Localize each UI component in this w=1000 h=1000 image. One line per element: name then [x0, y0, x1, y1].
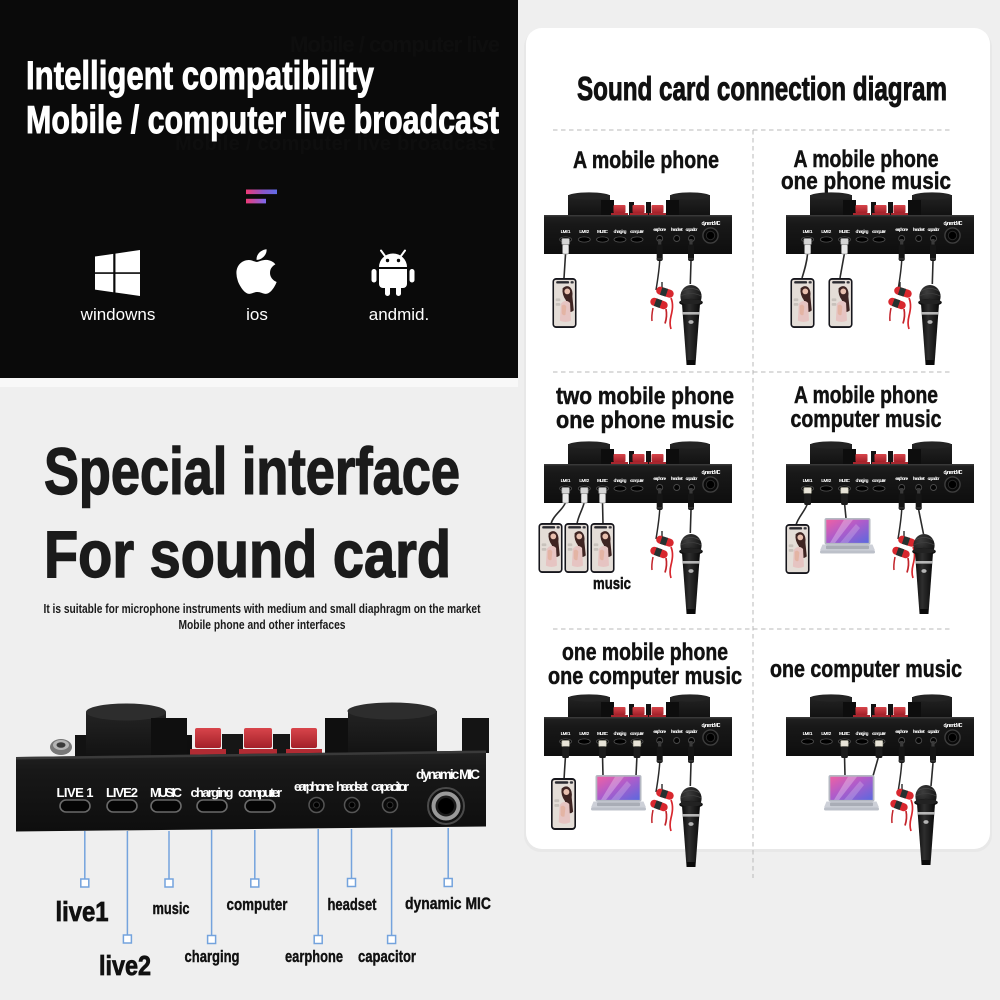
svg-text:Mobile phone and other interfa: Mobile phone and other interfaces [179, 617, 346, 632]
svg-text:computer music: computer music [791, 406, 942, 433]
svg-text:charging: charging [191, 785, 234, 800]
svg-text:andmid.: andmid. [369, 305, 429, 324]
svg-text:A mobile phone: A mobile phone [794, 382, 938, 409]
svg-text:music: music [593, 574, 631, 593]
svg-text:one computer music: one computer music [770, 656, 962, 683]
svg-text:ios: ios [246, 305, 268, 324]
svg-text:live1: live1 [56, 896, 109, 927]
svg-text:capacitor: capacitor [371, 779, 409, 794]
svg-text:one phone music: one phone music [556, 407, 734, 434]
svg-text:Intelligent compatibility: Intelligent compatibility [26, 54, 375, 98]
svg-text:one computer music: one computer music [548, 663, 742, 690]
svg-text:Mobile / computer live broadca: Mobile / computer live broadcast [26, 99, 499, 142]
svg-text:one phone music: one phone music [781, 168, 951, 195]
svg-text:dynamic MIC: dynamic MIC [405, 894, 491, 913]
svg-text:windowns: windowns [80, 305, 156, 324]
svg-text:two mobile phone: two mobile phone [556, 383, 734, 410]
svg-text:dynamic MIC: dynamic MIC [416, 767, 480, 782]
svg-text:headset: headset [336, 779, 369, 794]
svg-text:LIVE 1: LIVE 1 [57, 785, 94, 800]
svg-text:capacitor: capacitor [358, 947, 416, 966]
svg-text:LIVE2: LIVE2 [106, 785, 138, 800]
svg-text:Special interface: Special interface [44, 434, 460, 508]
svg-text:A mobile phone: A mobile phone [794, 146, 939, 173]
svg-text:headset: headset [328, 895, 377, 914]
svg-text:live2: live2 [99, 950, 151, 981]
svg-text:MUSIC: MUSIC [150, 785, 183, 800]
svg-text:charging: charging [185, 947, 240, 966]
svg-text:A mobile phone: A mobile phone [573, 147, 719, 174]
svg-text:one mobile phone: one mobile phone [562, 639, 728, 666]
svg-text:computer: computer [238, 785, 282, 800]
svg-text:music: music [153, 899, 190, 918]
svg-text:earphone: earphone [285, 947, 343, 966]
svg-text:It is suitable for microphone: It is suitable for microphone instrument… [44, 601, 482, 616]
svg-text:earphone: earphone [294, 779, 334, 794]
svg-text:Sound card connection diagram: Sound card connection diagram [577, 70, 947, 107]
svg-text:computer: computer [227, 895, 288, 914]
svg-text:For sound card: For sound card [44, 517, 451, 591]
